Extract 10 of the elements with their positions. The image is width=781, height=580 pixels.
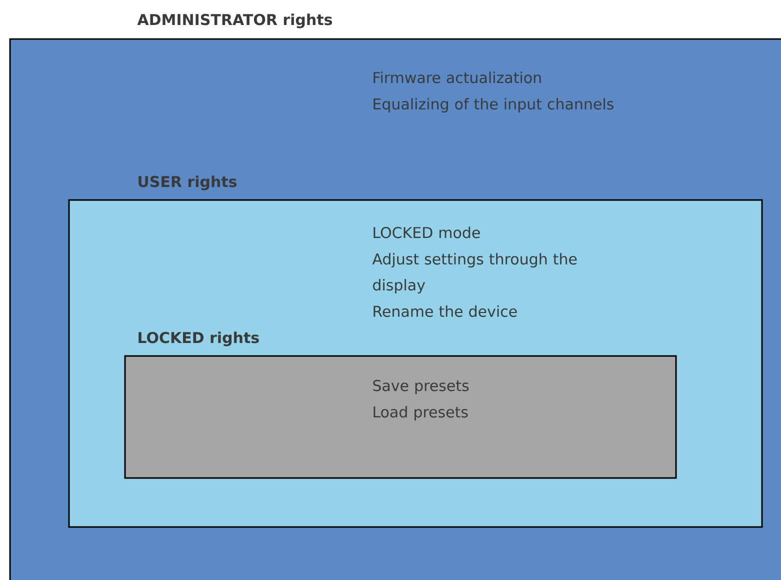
heading: ADMINISTRATOR rights: [137, 14, 332, 28]
heading: LOCKED rights: [138, 332, 259, 346]
list-item: Save presets: [373, 380, 469, 394]
list-item: Equalizing of the input channels: [374, 98, 614, 113]
list-item: Load presets: [374, 406, 468, 421]
list-item: Firmware actualization: [374, 72, 541, 84]
list-item: LOCKED mode: [374, 226, 480, 238]
list-item: Rename the device: [374, 305, 517, 318]
list-item: Adjust settings through the display: [372, 253, 577, 294]
heading: USER rights: [138, 176, 237, 190]
